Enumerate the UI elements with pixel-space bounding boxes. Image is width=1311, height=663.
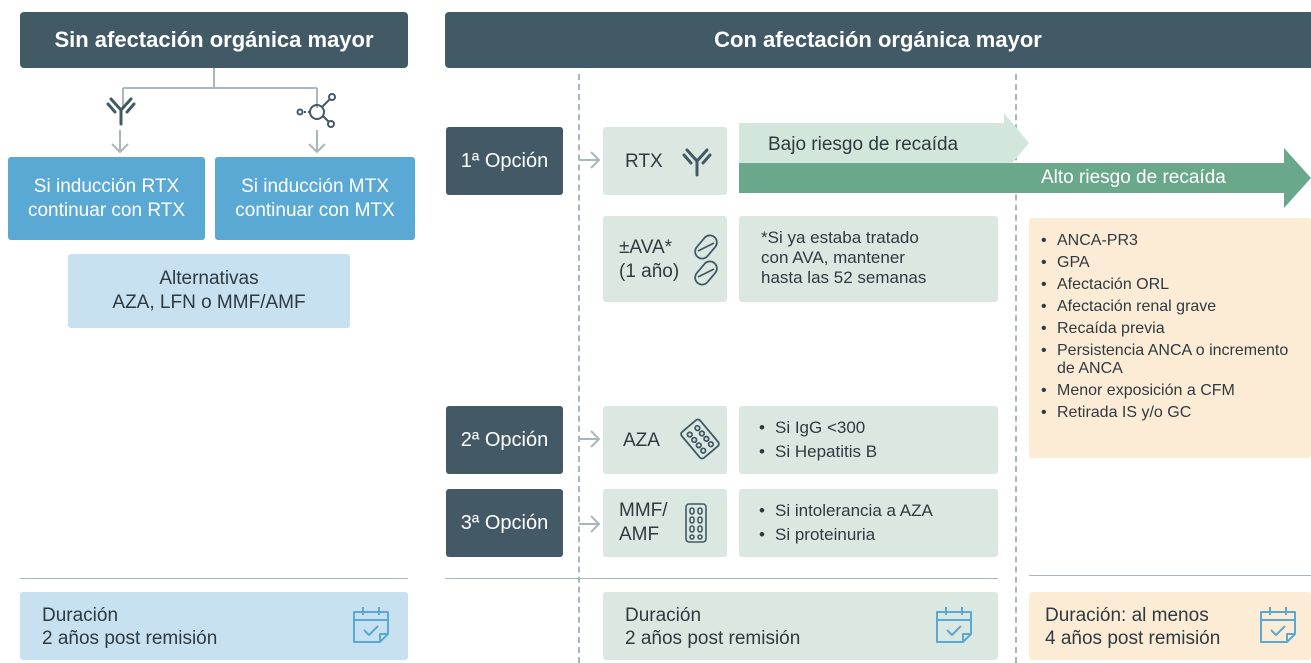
ava-note-line2: con AVA, mantener xyxy=(761,248,905,267)
ava-note-box: *Si ya estaba tratado con AVA, mantener … xyxy=(739,216,998,302)
box-mtx-continue: Si inducción MTX continuar con MTX xyxy=(215,157,415,240)
mmf-label: MMF/ xyxy=(619,500,668,521)
mid-duration-title: Duración xyxy=(625,605,702,626)
dashed-divider-right xyxy=(1015,74,1017,663)
box-rtx-line1: Si inducción RTX xyxy=(33,175,180,197)
right-divider xyxy=(1029,575,1311,576)
aza-note-2: Si Hepatitis B xyxy=(759,440,877,464)
right-header: Con afectación orgánica mayor xyxy=(445,12,1311,68)
aza-box: AZA xyxy=(603,406,727,474)
mmf-notes-box: Si intolerancia a AZA Si proteinuria xyxy=(739,489,998,557)
ava-note-line3: hasta las 52 semanas xyxy=(761,268,927,287)
risk-factor: Menor exposición a CFM xyxy=(1041,380,1303,402)
down-arrow-icon xyxy=(308,130,326,154)
risk-factor: ANCA-PR3 xyxy=(1041,230,1303,252)
antibody-icon xyxy=(682,148,712,177)
antibody-icon xyxy=(106,97,136,126)
mid-duration-value: 2 años post remisión xyxy=(625,628,801,649)
aza-notes-box: Si IgG <300 Si Hepatitis B xyxy=(739,406,998,474)
mmf-note-1: Si intolerancia a AZA xyxy=(759,499,933,523)
risk-factor: Persistencia ANCA o incremento de ANCA xyxy=(1041,340,1303,380)
option-2-label: 2ª Opción xyxy=(446,406,563,474)
alternatives-box: Alternativas AZA, LFN o MMF/AMF xyxy=(68,254,350,328)
box-rtx-continue: Si inducción RTX continuar con RTX xyxy=(8,157,205,240)
rtx-label: RTX xyxy=(625,151,663,172)
left-duration-box: Duración 2 años post remisión xyxy=(20,592,408,660)
blister-pack-icon xyxy=(685,503,707,543)
calendar-check-icon xyxy=(1260,607,1296,643)
left-header: Sin afectación orgánica mayor xyxy=(20,12,408,68)
option-3-label: 3ª Opción xyxy=(446,489,563,557)
mid-duration-box: Duración 2 años post remisión xyxy=(603,592,998,660)
amf-label: AMF xyxy=(619,524,660,545)
blister-pack-icon xyxy=(680,418,720,460)
molecule-icon xyxy=(296,93,336,128)
risk-factor: GPA xyxy=(1041,252,1303,274)
right-duration-value: 4 años post remisión xyxy=(1045,628,1221,649)
left-divider xyxy=(20,578,408,579)
right-arrow-icon xyxy=(579,515,601,533)
low-risk-label: Bajo riesgo de recaída xyxy=(768,134,959,155)
right-duration-box: Duración: al menos 4 años post remisión xyxy=(1029,592,1311,660)
down-arrow-icon xyxy=(111,130,129,154)
box-mtx-line2: continuar con MTX xyxy=(235,199,395,221)
alternatives-title: Alternativas xyxy=(159,268,259,289)
right-arrow-icon xyxy=(579,151,601,169)
ava-box: ±AVA* (1 año) xyxy=(603,216,727,302)
calendar-check-icon xyxy=(936,607,972,643)
right-duration-title: Duración: al menos xyxy=(1045,605,1209,626)
mid-divider xyxy=(445,578,998,579)
pills-icon xyxy=(694,234,718,286)
aza-label: AZA xyxy=(623,430,660,451)
risk-factor: Retirada IS y/o GC xyxy=(1041,402,1303,424)
rtx-box: RTX xyxy=(603,127,727,195)
box-mtx-line1: Si inducción MTX xyxy=(241,175,389,197)
mmf-box: MMF/ AMF xyxy=(603,489,727,557)
left-duration-title: Duración xyxy=(42,605,119,626)
mmf-note-2: Si proteinuria xyxy=(759,523,933,547)
risk-arrows xyxy=(739,113,1311,208)
high-risk-factors-box: ANCA-PR3 GPA Afectación ORL Afectación r… xyxy=(1029,218,1311,458)
aza-note-1: Si IgG <300 xyxy=(759,416,877,440)
high-risk-label: Alto riesgo de recaída xyxy=(1041,167,1226,188)
dashed-divider-left xyxy=(578,74,580,663)
left-connector xyxy=(122,68,318,108)
risk-factor: Afectación renal grave xyxy=(1041,296,1303,318)
box-rtx-line2: continuar con RTX xyxy=(27,199,185,221)
left-duration-value: 2 años post remisión xyxy=(42,628,218,649)
alternatives-list: AZA, LFN o MMF/AMF xyxy=(112,292,306,313)
right-arrow-icon xyxy=(579,430,601,448)
risk-factor: Recaída previa xyxy=(1041,318,1303,340)
calendar-check-icon xyxy=(353,607,389,643)
ava-note-line1: *Si ya estaba tratado xyxy=(761,228,919,247)
ava-duration: (1 año) xyxy=(619,261,680,282)
ava-label: ±AVA* xyxy=(619,237,673,258)
option-1-label: 1ª Opción xyxy=(446,127,563,195)
risk-factor: Afectación ORL xyxy=(1041,274,1303,296)
